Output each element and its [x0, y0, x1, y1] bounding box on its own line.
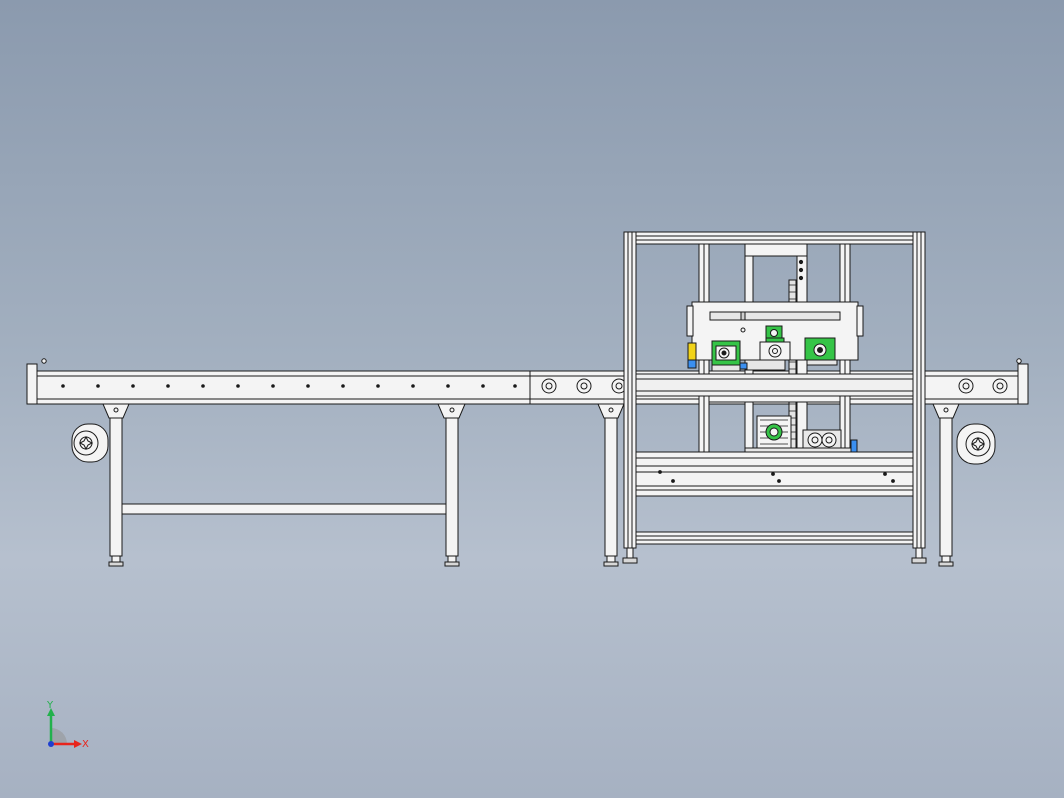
- y-axis-label: Y: [46, 700, 54, 711]
- right-conveyor-legs: [597, 403, 960, 567]
- right-motor: [956, 423, 996, 465]
- lift-frame: [622, 231, 927, 564]
- z-axis-dot: [48, 741, 54, 747]
- left-motor: [71, 423, 109, 463]
- conveyor-assembly: [26, 231, 1029, 567]
- orientation-triad: X Y: [46, 700, 89, 750]
- left-stand: [102, 403, 466, 567]
- x-axis-label: X: [82, 739, 89, 750]
- beam-holes: [61, 384, 517, 388]
- left-conveyor-beam: [26, 358, 531, 405]
